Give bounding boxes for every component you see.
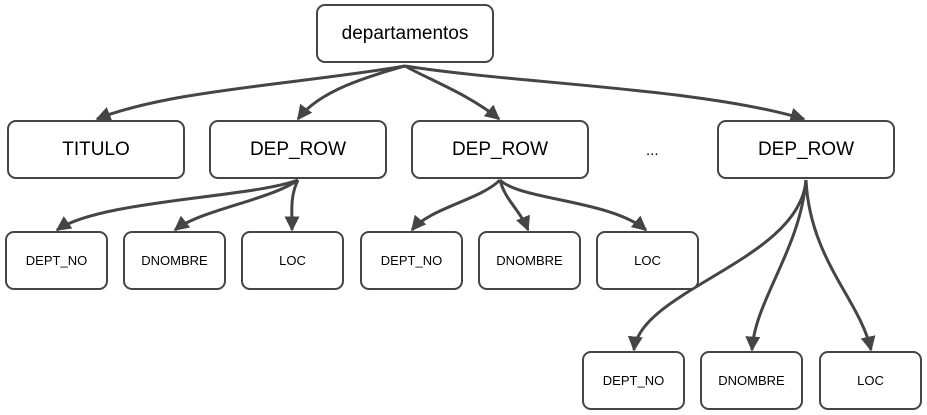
node-dept-no-1: DEPT_NO xyxy=(5,231,108,290)
node-dep-row-2: DEP_ROW xyxy=(411,120,589,179)
node-dept-no-3: DEPT_NO xyxy=(582,351,685,410)
edge-deprow2-dnombre xyxy=(498,179,530,232)
node-loc-3: LOC xyxy=(819,351,922,410)
edge-deprow3-dnombre xyxy=(745,179,808,352)
node-dnombre-2: DNOMBRE xyxy=(478,231,581,290)
node-dnombre-1: DNOMBRE xyxy=(123,231,226,290)
node-loc-2-label: LOC xyxy=(634,253,661,268)
edge-root-deprow-2 xyxy=(404,64,501,121)
edge-root-deprow-3 xyxy=(404,64,806,123)
ellipsis: ... xyxy=(646,142,659,159)
node-titulo: TITULO xyxy=(7,120,185,179)
edge-deprow1-loc xyxy=(284,179,300,232)
root-node-label: departamentos xyxy=(341,22,469,44)
node-dept-no-2-label: DEPT_NO xyxy=(380,253,443,268)
node-dept-no-2: DEPT_NO xyxy=(360,231,463,290)
node-titulo-label: TITULO xyxy=(62,138,130,160)
node-dept-no-1-label: DEPT_NO xyxy=(25,253,88,268)
node-dept-no-3-label: DEPT_NO xyxy=(602,373,665,388)
node-dnombre-3: DNOMBRE xyxy=(700,351,803,410)
node-dnombre-2-label: DNOMBRE xyxy=(496,253,563,268)
edge-deprow1-deptno xyxy=(55,178,299,232)
edge-root-deprow-1 xyxy=(296,64,406,121)
edge-deprow1-dnombre xyxy=(173,178,299,232)
edge-deprow2-loc xyxy=(498,178,648,232)
edge-deprow3-loc xyxy=(804,179,876,352)
node-dep-row-1-label: DEP_ROW xyxy=(249,138,347,160)
node-dnombre-1-label: DNOMBRE xyxy=(141,253,208,268)
root-node-departamentos: departamentos xyxy=(316,4,494,63)
node-loc-1-label: LOC xyxy=(279,253,306,268)
edge-deprow3-deptno xyxy=(627,179,808,352)
node-loc-3-label: LOC xyxy=(857,373,884,388)
edge-root-titulo xyxy=(95,64,406,121)
node-dep-row-3: DEP_ROW xyxy=(717,120,895,179)
edge-deprow2-deptno xyxy=(410,178,502,232)
node-dnombre-3-label: DNOMBRE xyxy=(718,373,785,388)
node-dep-row-1: DEP_ROW xyxy=(209,120,387,179)
node-dep-row-2-label: DEP_ROW xyxy=(451,138,549,160)
node-loc-2: LOC xyxy=(596,231,699,290)
node-loc-1: LOC xyxy=(241,231,344,290)
node-dep-row-3-label: DEP_ROW xyxy=(757,138,855,160)
